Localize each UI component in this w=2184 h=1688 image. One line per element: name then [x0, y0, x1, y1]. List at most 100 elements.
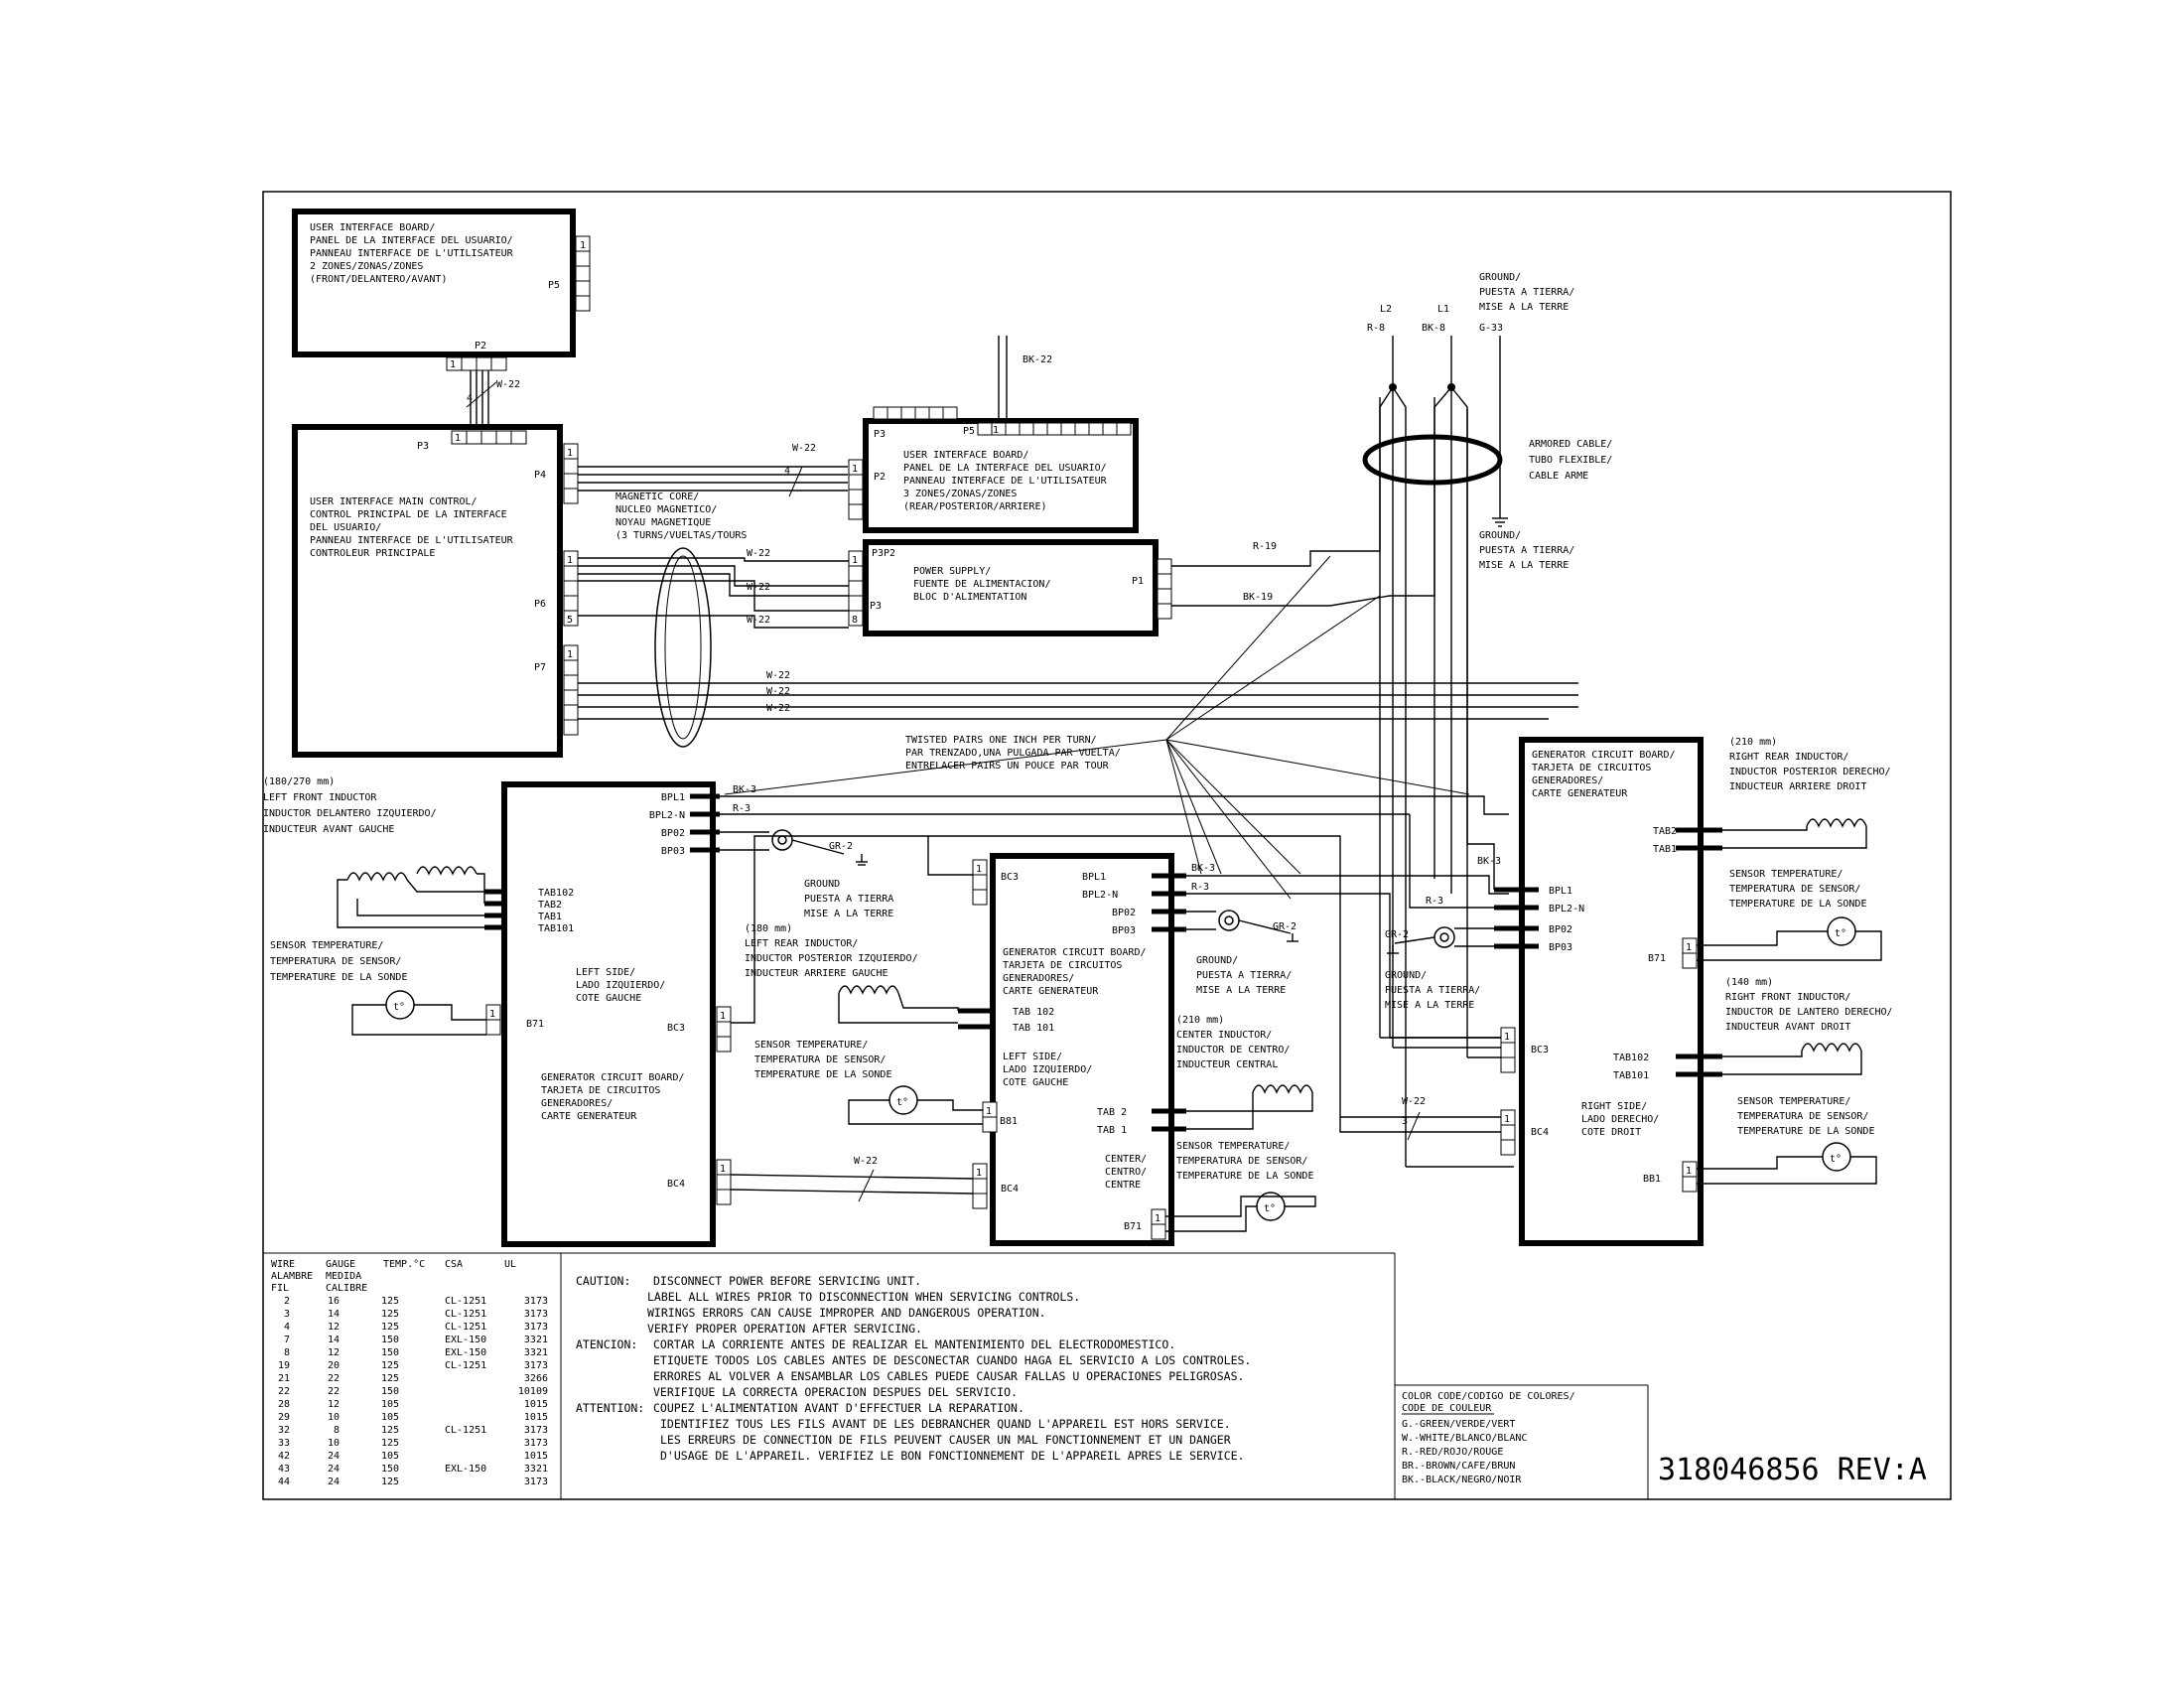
wire-table-cell: 125 — [381, 1322, 399, 1333]
wire-table-cell: 7 — [284, 1335, 290, 1345]
magnetic-core-label: MAGNETIC CORE/ NUCLEO MAGNETICO/ NOYAU M… — [615, 492, 747, 541]
connector-p7-label: P7 — [534, 662, 546, 673]
svg-text:TAB 101: TAB 101 — [1013, 1023, 1054, 1034]
svg-text:W-22: W-22 — [792, 443, 816, 454]
left-rear-inductor-label: (180 mm) LEFT REAR INDUCTOR/ INDUCTOR PO… — [745, 923, 924, 979]
power-supply-label: POWER SUPPLY/ FUENTE DE ALIMENTACION/ BL… — [913, 566, 1057, 603]
connector-p3-label: P3 — [417, 441, 429, 452]
wire-table-cell: CL-1251 — [445, 1309, 486, 1320]
svg-text:P3: P3 — [874, 429, 886, 440]
wires-center-board: BK-3 R-3 GR-2 GROUND/ PUESTA A TIERRA/ M… — [1186, 863, 1514, 1039]
caution-heading: CAUTION: — [576, 1274, 630, 1288]
ui-board-rear: P3 P5 1 USER INTERFACE BOARD/ PANEL DE L… — [848, 406, 1139, 533]
magnetic-core: MAGNETIC CORE/ NUCLEO MAGNETICO/ NOYAU M… — [615, 492, 747, 748]
svg-text:BC4: BC4 — [1001, 1184, 1019, 1195]
wire-table-cell: 22 — [278, 1386, 290, 1397]
wire-table-cell: 14 — [328, 1335, 340, 1345]
svg-text:1: 1 — [455, 433, 461, 444]
wire-table-cell: 8 — [334, 1425, 340, 1436]
svg-text:W-22: W-22 — [747, 615, 770, 626]
svg-text:TAB2: TAB2 — [538, 900, 562, 911]
wire-table-cell: 24 — [328, 1451, 340, 1462]
wire-table-cell: 125 — [381, 1438, 399, 1449]
wire-table-cell: 12 — [328, 1347, 340, 1358]
center-label: CENTER/ CENTRO/ CENTRE — [1105, 1154, 1153, 1191]
center-inductor: (210 mm) CENTER INDUCTOR/ INDUCTOR DE CE… — [1176, 1015, 1313, 1130]
svg-text:4: 4 — [784, 466, 790, 477]
svg-text:P5: P5 — [963, 426, 975, 437]
svg-text:BK.-BLACK/NEGRO/NOIR: BK.-BLACK/NEGRO/NOIR — [1402, 1475, 1522, 1485]
gen-board-center: BPL1 BPL2-N BP02 BP03 BC3 1 GENERATOR CI… — [972, 853, 1186, 1246]
svg-text:GR-2: GR-2 — [829, 841, 853, 852]
svg-text:BP03: BP03 — [1549, 942, 1572, 953]
attention-heading: ATTENTION: — [576, 1401, 644, 1415]
center-sensor: SENSOR TEMPERATURE/ TEMPERATURA DE SENSO… — [1165, 1141, 1316, 1232]
wire-table-cell: CL-1251 — [445, 1425, 486, 1436]
svg-text:BP02: BP02 — [1549, 924, 1572, 935]
svg-text:G-33: G-33 — [1479, 323, 1503, 334]
right-side-label: RIGHT SIDE/ LADO DERECHO/ COTE DROIT — [1581, 1101, 1665, 1138]
wire-table-cell: EXL-150 — [445, 1335, 486, 1345]
svg-text:R-3: R-3 — [1191, 882, 1209, 893]
wire-table-cell: 125 — [381, 1425, 399, 1436]
wire-table-cell: 12 — [328, 1399, 340, 1410]
gen-board-left-label: GENERATOR CIRCUIT BOARD/ TARJETA DE CIRC… — [541, 1072, 691, 1122]
wire-table-cell: 22 — [328, 1373, 340, 1384]
wire-table-cell: 43 — [278, 1464, 290, 1475]
connector-p4-label: P4 — [534, 470, 546, 481]
wire-table-cell: 1015 — [524, 1412, 548, 1423]
wire-table-cell: 3173 — [524, 1322, 548, 1333]
power-supply: P3 P2 POWER SUPPLY/ FUENTE DE ALIMENTACI… — [848, 539, 1172, 636]
gen-board-left: BPL1 BPL2-N BP02 BP03 TAB102 TAB2 TAB1 T… — [484, 781, 732, 1247]
wire-w22-bc4: W-22 — [730, 1156, 974, 1202]
svg-text:BPL1: BPL1 — [1082, 872, 1106, 883]
svg-text:TAB1: TAB1 — [1653, 844, 1677, 855]
wire-table-cell: 20 — [328, 1360, 340, 1371]
wire-table-cell: 105 — [381, 1412, 399, 1423]
connector-b71-left: 1 — [485, 1004, 501, 1036]
connector-p1 — [1157, 558, 1172, 620]
wire-table-cell: 125 — [381, 1360, 399, 1371]
svg-text:TAB2: TAB2 — [1653, 826, 1677, 837]
wire-table-cell: 16 — [328, 1296, 340, 1307]
svg-text:CODE DE COULEUR: CODE DE COULEUR — [1402, 1403, 1492, 1414]
ui-board-rear-label: USER INTERFACE BOARD/ PANEL DE LA INTERF… — [903, 450, 1113, 512]
svg-text:COLOR CODE/CODIGO DE COLORES/: COLOR CODE/CODIGO DE COLORES/ — [1402, 1391, 1575, 1402]
ui-board-front-label: USER INTERFACE BOARD/ PANEL DE LA INTERF… — [310, 222, 519, 285]
wire-table-cell: 125 — [381, 1373, 399, 1384]
ground-mid-label: GROUND/ PUESTA A TIERRA/ MISE A LA TERRE — [1479, 530, 1580, 571]
wire-table-cell: 150 — [381, 1464, 399, 1475]
wire-table-cell: 3321 — [524, 1347, 548, 1358]
svg-text:1: 1 — [567, 448, 573, 459]
svg-text:R.-RED/ROJO/ROUGE: R.-RED/ROJO/ROUGE — [1402, 1447, 1503, 1458]
svg-text:TAB 2: TAB 2 — [1097, 1107, 1127, 1118]
wire-table: WIRE GAUGE TEMP.°C CSA UL ALAMBRE MEDIDA… — [271, 1259, 548, 1487]
twisted-pairs-label: TWISTED PAIRS ONE INCH PER TURN/ PAR TRE… — [905, 735, 1127, 772]
left-sensor: SENSOR TEMPERATURE/ TEMPERATURA DE SENSO… — [270, 940, 486, 1036]
svg-text:TAB102: TAB102 — [538, 888, 574, 899]
svg-text:COUPEZ L'ALIMENTATION AVANT D': COUPEZ L'ALIMENTATION AVANT D'EFFECTUER … — [653, 1401, 1024, 1415]
svg-text:1: 1 — [852, 555, 858, 566]
svg-text:1: 1 — [489, 1009, 495, 1020]
wires-p6-power: W-22 W-22 W-22 — [578, 548, 849, 629]
twisted-pairs-note: TWISTED PAIRS ONE INCH PER TURN/ PAR TRE… — [724, 555, 1470, 900]
connector-bc4-left: 1 — [716, 1159, 732, 1205]
svg-text:3: 3 — [1402, 1116, 1408, 1127]
caution-block: CAUTION: DISCONNECT POWER BEFORE SERVICI… — [576, 1274, 1251, 1463]
wire-table-cell: 150 — [381, 1335, 399, 1345]
sensor-right-1-label: SENSOR TEMPERATURE/ TEMPERATURA DE SENSO… — [1729, 869, 1866, 910]
wire-table-cell: 3266 — [524, 1373, 548, 1384]
svg-text:1: 1 — [1686, 1166, 1692, 1177]
wire-table-cell: 150 — [381, 1347, 399, 1358]
left-side-label: LEFT SIDE/ LADO IZQUIERDO/ COTE GAUCHE — [576, 967, 671, 1004]
part-number: 318046856 REV:A — [1658, 1453, 1927, 1487]
connector-bc4-right: 1 — [1500, 1109, 1516, 1156]
ui-main-label: USER INTERFACE MAIN CONTROL/ CONTROL PRI… — [310, 496, 519, 559]
connector-p6-label: P6 — [534, 599, 546, 610]
svg-text:BK-3: BK-3 — [733, 784, 756, 795]
ui-main-control: 1 P3 USER INTERFACE MAIN CONTROL/ CONTRO… — [292, 424, 579, 758]
connector-p2-label: P2 — [475, 341, 486, 352]
connector-bc3-right: 1 — [1500, 1027, 1516, 1073]
wire-table-cell: 3173 — [524, 1477, 548, 1487]
